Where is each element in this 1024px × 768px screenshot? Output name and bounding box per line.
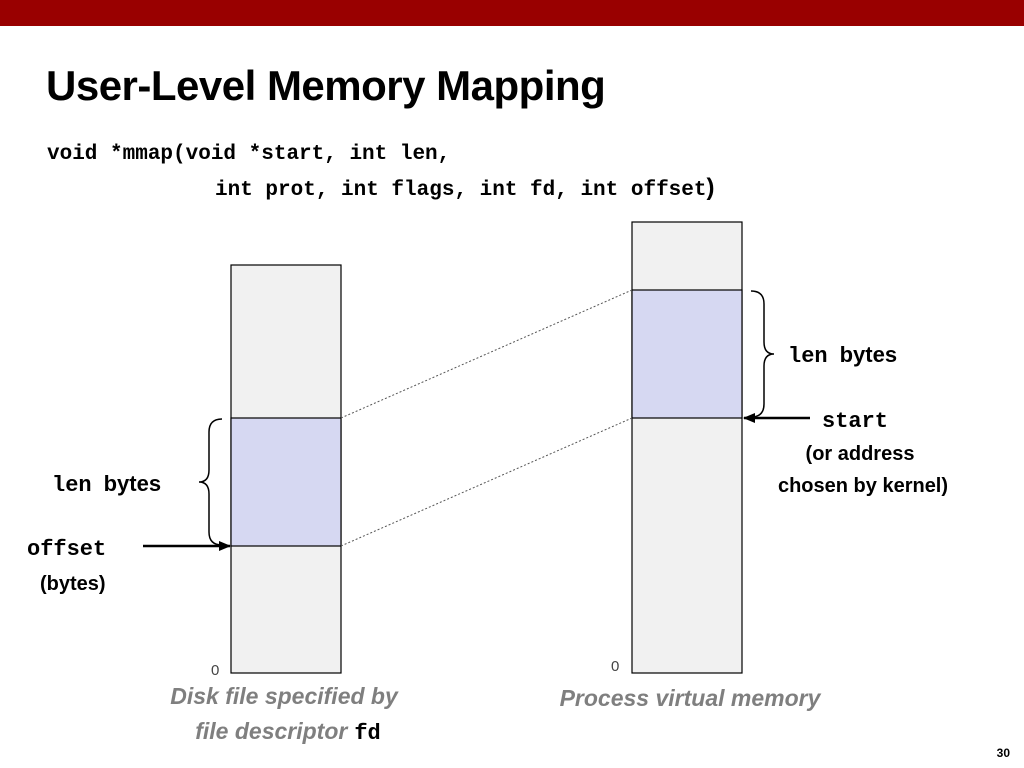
- disk-caption-line1: Disk file specified by: [170, 683, 399, 709]
- left-brace: [198, 418, 223, 546]
- mmap-signature-params: int prot, int flags, int fd, int offset: [215, 179, 707, 202]
- virtual-zero-label: 0: [611, 658, 619, 675]
- start-note-line2: chosen by kernel): [778, 475, 948, 497]
- offset-label: offset: [27, 537, 106, 562]
- disk-zero-label: 0: [211, 662, 219, 679]
- top-bar: [0, 0, 1024, 26]
- slide-title: User-Level Memory Mapping: [46, 62, 606, 109]
- mmap-signature-line1: void *mmap(void *start, int len,: [47, 143, 451, 166]
- mmap-signature-line2: int prot, int flags, int fd, int offset): [215, 174, 714, 202]
- start-note-line1: (or address: [806, 443, 915, 465]
- start-label: start: [822, 409, 888, 434]
- mapping-line-bottom: [340, 417, 633, 547]
- virtual-memory-column: [631, 221, 743, 674]
- disk-mapped-region: [230, 417, 342, 547]
- virtual-caption: Process virtual memory: [560, 685, 822, 711]
- right-brace: [750, 290, 775, 418]
- disk-file-column: [230, 264, 342, 674]
- virtual-mapped-region: [631, 289, 743, 419]
- offset-unit-label: (bytes): [40, 573, 106, 595]
- mmap-signature-close: ): [706, 174, 715, 201]
- mapping-line-top: [340, 289, 633, 419]
- page-number: 30: [996, 746, 1010, 760]
